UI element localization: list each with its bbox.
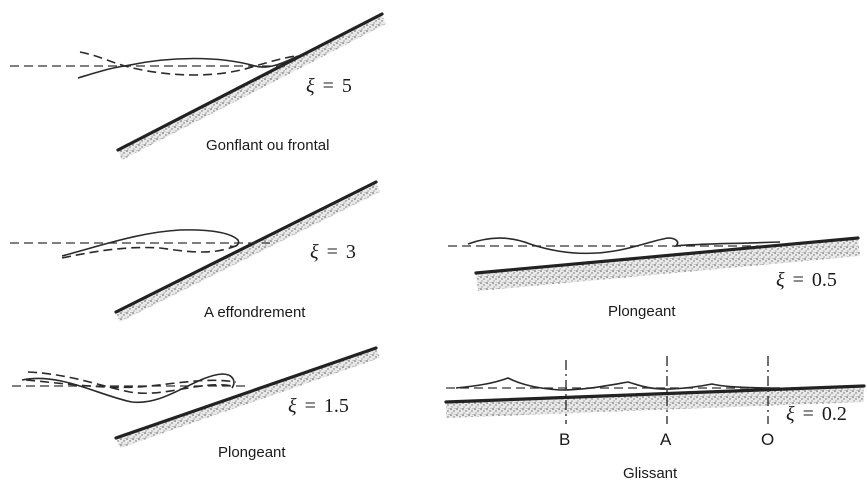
marker-b: B	[559, 430, 570, 449]
xi-symbol: ξ	[306, 75, 315, 97]
panel-caption: Gonflant ou frontal	[206, 137, 329, 154]
panel-collapsing: ξ = 3 A effondrement	[10, 182, 380, 322]
xi-equals: =	[803, 403, 814, 425]
xi-equals: =	[323, 75, 334, 97]
xi-symbol: ξ	[776, 269, 785, 291]
xi-label: ξ = 1.5	[288, 395, 349, 417]
wave-profile-dashed	[62, 244, 240, 258]
xi-value: 0.5	[812, 269, 837, 291]
xi-equals: =	[305, 395, 316, 417]
xi-value: 1.5	[324, 395, 349, 417]
beach-slope	[446, 386, 864, 418]
marker-a: A	[660, 430, 672, 449]
wave-profile-solid	[22, 374, 234, 402]
panel-spilling: B A O ξ = 0.2 Glissant	[446, 356, 864, 482]
xi-label: ξ = 3	[310, 241, 356, 263]
xi-symbol: ξ	[786, 403, 795, 425]
xi-symbol: ξ	[310, 241, 319, 263]
xi-value: 5	[342, 75, 352, 97]
xi-value: 3	[346, 241, 356, 263]
xi-equals: =	[327, 241, 338, 263]
xi-label: ξ = 0.5	[776, 269, 837, 291]
panel-surging: ξ = 5 Gonflant ou frontal	[10, 14, 386, 160]
xi-label: ξ = 0.2	[786, 403, 847, 425]
panel-caption: A effondrement	[204, 304, 306, 321]
marker-o: O	[761, 430, 774, 449]
panel-caption: Plongeant	[608, 303, 676, 320]
panel-plunging-gentle: ξ = 0.5 Plongeant	[448, 238, 860, 320]
panel-caption: Plongeant	[218, 444, 286, 461]
xi-equals: =	[793, 269, 804, 291]
panel-plunging-steep: ξ = 1.5 Plongeant	[12, 348, 380, 461]
xi-label: ξ = 5	[306, 75, 352, 97]
panel-caption: Glissant	[623, 465, 678, 482]
xi-symbol: ξ	[288, 395, 297, 417]
xi-value: 0.2	[822, 403, 847, 425]
wave-profile-dashed	[80, 52, 296, 75]
